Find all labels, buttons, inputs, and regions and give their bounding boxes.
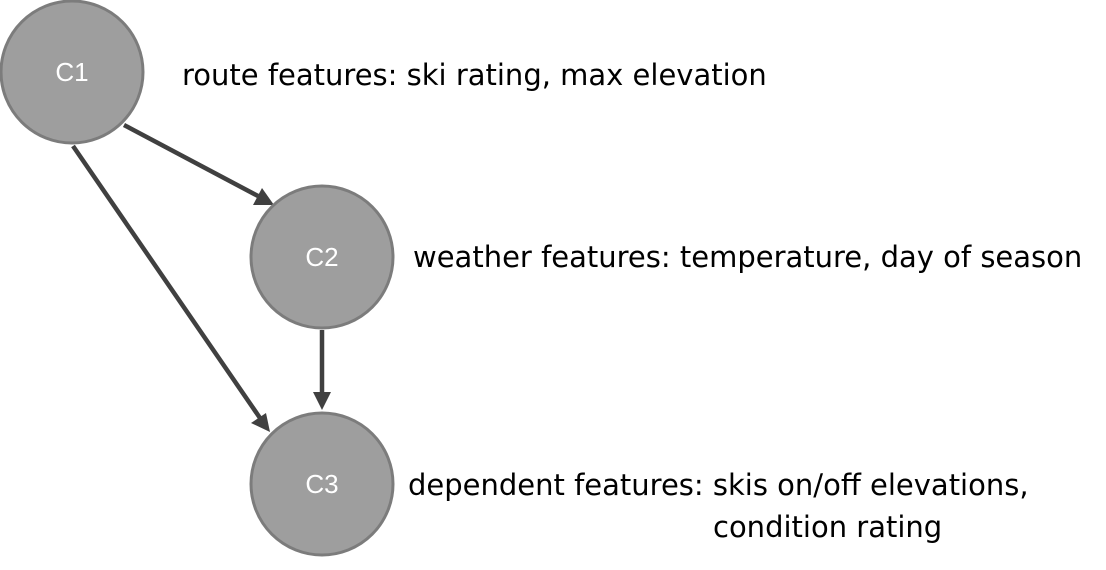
edge-c1-c3 [71,144,270,432]
c3-description-line-2: condition rating [713,510,943,544]
c2-description: weather features: temperature, day of se… [413,240,1083,274]
edge-c1-c2 [122,123,274,205]
node-c3-label: C3 [305,469,338,499]
edges [71,123,331,432]
c1-description: route features: ski rating, max elevatio… [182,58,767,92]
node-c1-label: C1 [55,57,88,87]
c3-description: dependent features: skis on/off elevatio… [408,464,1029,548]
node-c3: C3 [249,411,395,557]
c3-description-line-1: dependent features: skis on/off elevatio… [408,468,1029,502]
node-c2: C2 [249,184,395,330]
node-c1: C1 [0,0,145,145]
node-c2-label: C2 [305,242,338,272]
edge-c2-c3 [313,330,331,410]
